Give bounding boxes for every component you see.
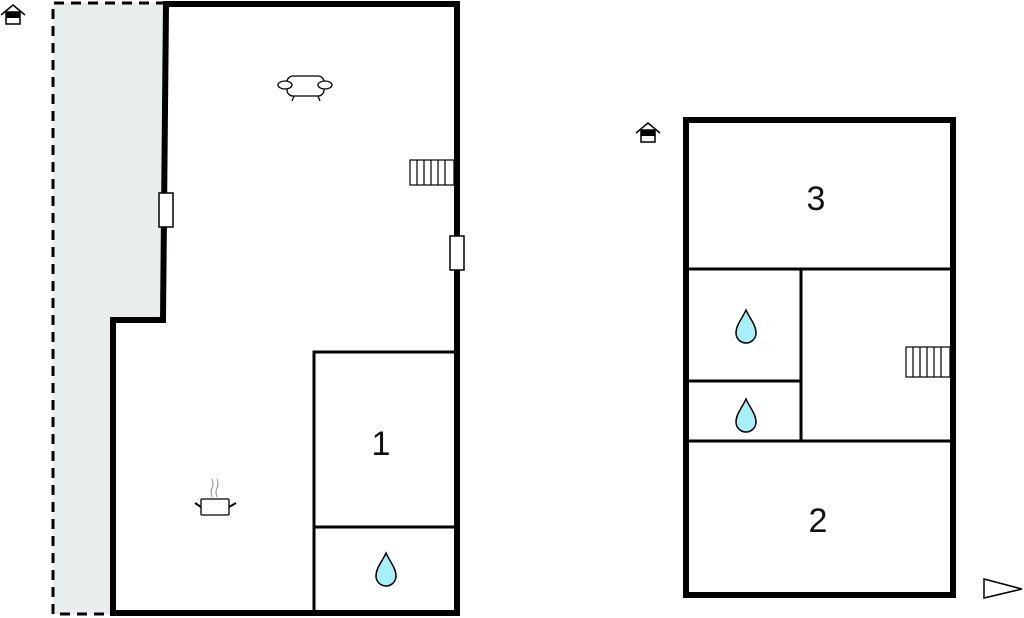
terrace-dashed-outline [51, 1, 166, 616]
ground-floor-plan: 1 [0, 1, 465, 616]
compass-arrow-icon [983, 578, 1023, 599]
room-1-label: 1 [372, 425, 391, 463]
window-icon [158, 192, 174, 228]
interior-walls [686, 267, 953, 443]
upper-floor-plan: 3 2 [635, 117, 1023, 599]
room-2-label: 2 [809, 502, 828, 540]
exterior-walls [110, 1, 460, 616]
kitchen-pot-icon [194, 478, 237, 516]
sofa-icon [277, 75, 333, 102]
room-3-label: 3 [807, 180, 826, 218]
entrance-icon [635, 122, 661, 143]
exterior-walls [683, 117, 956, 598]
stairs-icon [409, 159, 455, 186]
window-icon [449, 235, 465, 271]
water-drop-icon [735, 309, 757, 344]
stairs-icon [905, 346, 951, 378]
water-drop-icon [375, 552, 397, 587]
room-1-walls [312, 350, 459, 615]
entrance-icon [0, 4, 26, 25]
water-drop-icon [735, 398, 757, 433]
terrace-area [53, 3, 166, 614]
